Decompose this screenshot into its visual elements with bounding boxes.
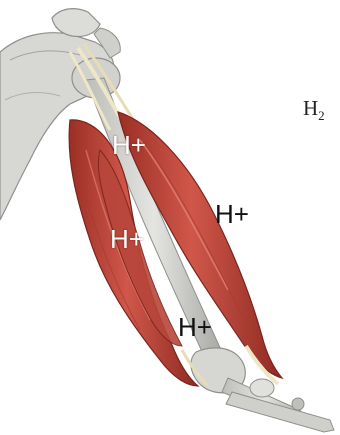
formula-subscript: 2 bbox=[318, 108, 325, 123]
hydrogen-ion-label-lower: H+ bbox=[178, 314, 212, 340]
hydrogen-ion-label-middle: H+ bbox=[110, 226, 144, 252]
hydrogen-ion-label-upper: H+ bbox=[112, 132, 146, 158]
formula-element: H bbox=[303, 96, 318, 120]
hydrogen-ion-label-right: H+ bbox=[215, 201, 249, 227]
h2-formula-label: H2 bbox=[303, 96, 325, 124]
